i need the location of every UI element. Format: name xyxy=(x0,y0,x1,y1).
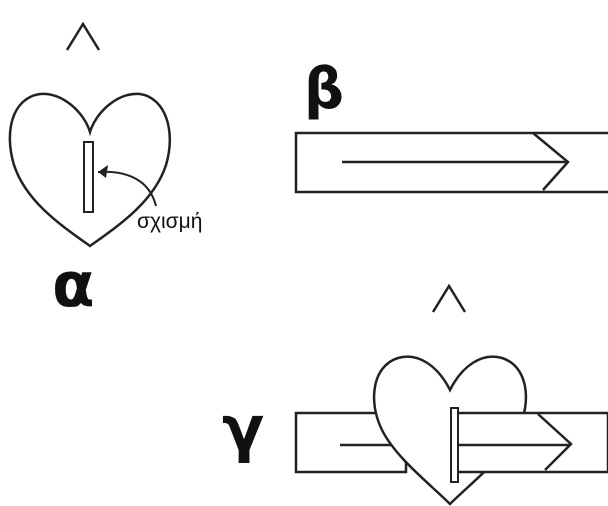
panel-a: σχισμή α xyxy=(10,24,203,321)
slit-label: σχισμή xyxy=(137,210,202,233)
caret-mark-a xyxy=(67,24,99,50)
panel-label-b: β xyxy=(304,57,344,122)
slit-a xyxy=(84,142,93,212)
panel-c: γ xyxy=(222,286,608,504)
slit-c xyxy=(451,408,458,482)
panel-b: β xyxy=(296,57,608,192)
panel-label-a: α xyxy=(52,248,95,321)
strip-c-right xyxy=(459,413,608,472)
panel-label-c: γ xyxy=(222,392,264,465)
caret-mark-c xyxy=(433,286,465,312)
